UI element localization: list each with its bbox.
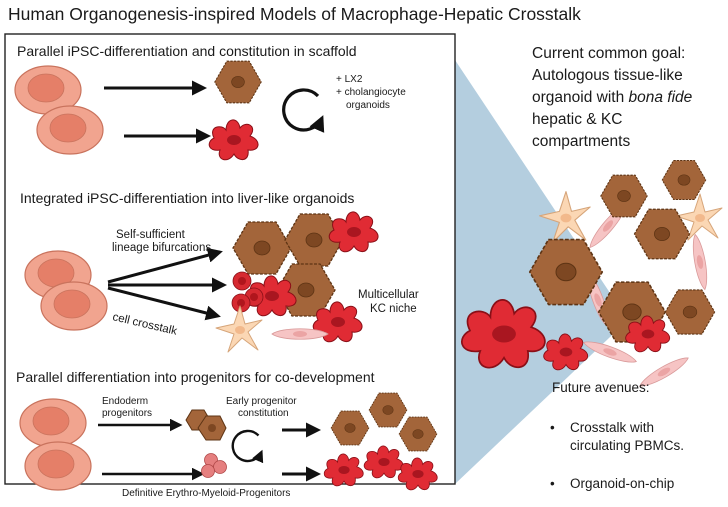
ipsc-cell-icon bbox=[36, 105, 104, 155]
future-heading: Future avenues: bbox=[552, 380, 650, 395]
bullet: • bbox=[550, 476, 555, 491]
ipsc-cell-icon bbox=[24, 441, 92, 491]
panel-3-heading: Parallel differentiation into progenitor… bbox=[16, 369, 375, 385]
ipsc-cell-icon bbox=[19, 398, 87, 448]
goal-line: hepatic & KC bbox=[532, 111, 622, 128]
endoderm-label: Endoderm bbox=[102, 396, 148, 407]
arrow bbox=[107, 286, 221, 321]
bullet-text: Crosstalk with bbox=[570, 420, 654, 435]
arrow-label: Self-sufficient bbox=[116, 229, 186, 241]
panel-1-note: + cholangiocyte bbox=[336, 87, 406, 98]
panel-3: Parallel differentiation into progenitor… bbox=[16, 369, 438, 499]
goal-line-plain: organoid with bbox=[532, 89, 629, 106]
bullet: • bbox=[550, 420, 555, 435]
bullet-text: Organoid-on-chip bbox=[570, 476, 674, 491]
panel-1-note: organoids bbox=[346, 100, 390, 111]
goal-line-italic: bona fide bbox=[629, 89, 693, 106]
diagram-title: Human Organogenesis-inspired Models of M… bbox=[8, 4, 581, 24]
hepatocyte-icon bbox=[664, 289, 716, 335]
arrow-label: lineage bifurcations bbox=[112, 242, 211, 254]
arrow bbox=[107, 247, 223, 284]
panel-1-heading: Parallel iPSC-differentiation and consti… bbox=[17, 43, 357, 59]
emp-label: Definitive Erythro-Myeloid-Progenitors bbox=[122, 488, 290, 499]
panel-2: Integrated iPSC-differentiation into liv… bbox=[20, 190, 419, 353]
goal-line: Current common goal: bbox=[532, 45, 685, 62]
early-progenitor-label: constitution bbox=[238, 408, 289, 419]
endothelial-icon bbox=[271, 328, 329, 340]
panel-1-note: + LX2 bbox=[336, 74, 363, 85]
endoderm-label: progenitors bbox=[102, 408, 152, 419]
goal-line: compartments bbox=[532, 133, 630, 150]
bullet-text: circulating PBMCs. bbox=[570, 438, 684, 453]
erythroid-icon bbox=[232, 271, 252, 291]
future-avenues: Future avenues: • Crosstalk with circula… bbox=[550, 380, 684, 491]
niche-label: Multicellular bbox=[358, 289, 419, 301]
ipsc-cell-icon bbox=[40, 281, 108, 331]
hepatocyte-icon bbox=[661, 160, 707, 200]
goal-text: Current common goal: Autologous tissue-l… bbox=[532, 45, 693, 150]
early-progenitor-label: Early progenitor bbox=[226, 396, 297, 407]
hepatocyte-icon bbox=[600, 174, 648, 218]
niche-label: KC niche bbox=[370, 303, 417, 315]
panel-2-heading: Integrated iPSC-differentiation into liv… bbox=[20, 190, 354, 206]
goal-line: Autologous tissue-like bbox=[532, 67, 683, 84]
goal-line: organoid with bona fide bbox=[532, 89, 693, 106]
panel-1: Parallel iPSC-differentiation and consti… bbox=[14, 43, 406, 161]
